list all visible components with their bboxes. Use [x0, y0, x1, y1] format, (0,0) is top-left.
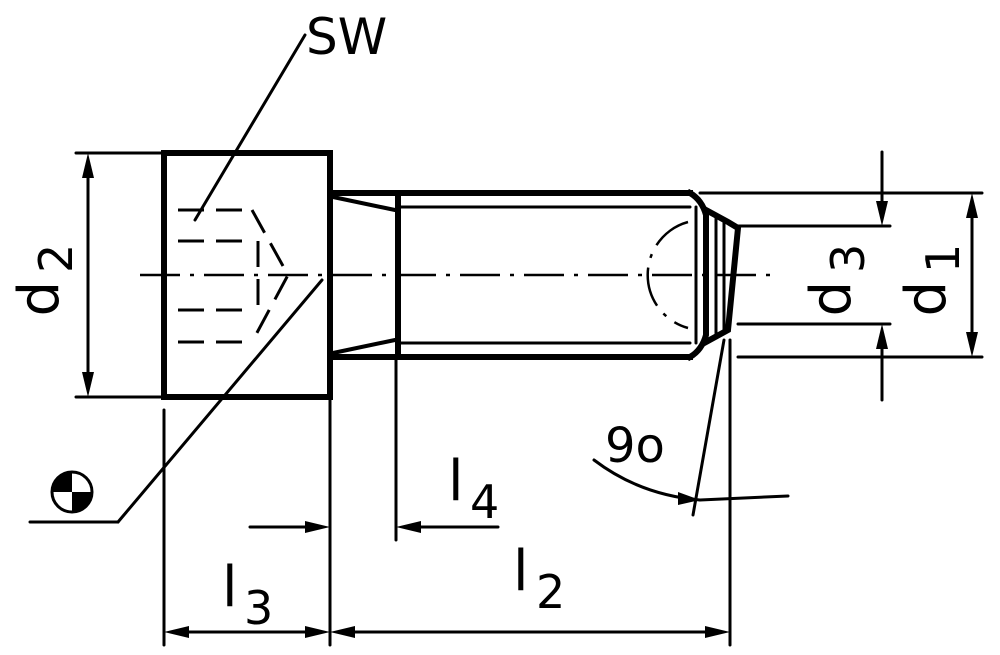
neck-chamfer	[331, 338, 397, 355]
angle-arc-extension	[698, 494, 790, 502]
center-of-gravity-icon	[50, 470, 94, 514]
arrow-head	[705, 626, 730, 638]
arrow-head	[330, 626, 355, 638]
arrow-head	[966, 193, 978, 218]
arrow-head	[966, 332, 978, 357]
d2-label: d	[7, 281, 72, 317]
d1-subscript: 1	[916, 244, 970, 273]
l3-label: l	[222, 555, 238, 620]
angle-label: 9o	[605, 418, 665, 474]
center-of-gravity-annotation	[28, 278, 324, 524]
dog-point-outline	[701, 205, 742, 347]
d3-subscript: 3	[821, 244, 875, 273]
arrow-head	[82, 372, 94, 397]
arrow-head	[164, 626, 189, 638]
arrow-head	[82, 153, 94, 178]
d1-label: d	[894, 281, 959, 317]
d3-label: d	[799, 281, 864, 317]
sw-annotation: SW	[193, 8, 387, 222]
sw-label: SW	[306, 8, 387, 66]
dimension-l3: l 3	[162, 398, 332, 647]
socket-cone-hidden	[250, 209, 290, 343]
sw-leader-line	[193, 33, 307, 222]
arrow-head	[876, 201, 888, 226]
dimension-d2: d 2	[7, 151, 166, 399]
d2-subscript: 2	[29, 244, 83, 273]
l2-label: l	[513, 539, 529, 604]
tip-radius-arc	[646, 220, 689, 330]
angle-leg-line	[691, 338, 726, 517]
l2-subscript: 2	[536, 565, 565, 619]
cog-leader-line	[116, 278, 324, 524]
dimension-l4: l 4	[248, 358, 500, 542]
dimension-d1: d 1	[698, 191, 984, 359]
l4-label: l	[448, 449, 464, 514]
arrow-head	[396, 521, 421, 533]
l3-subscript: 3	[244, 581, 273, 635]
arrow-head	[305, 626, 330, 638]
l4-subscript: 4	[470, 475, 499, 529]
neck-chamfer	[331, 195, 397, 212]
arrow-head	[876, 324, 888, 349]
dimension-l2: l 2	[330, 338, 732, 647]
dimension-d3: d 3	[736, 150, 892, 402]
angle-annotation: 9o	[592, 338, 790, 517]
arrow-head	[305, 521, 330, 533]
arrow-head	[678, 492, 700, 505]
